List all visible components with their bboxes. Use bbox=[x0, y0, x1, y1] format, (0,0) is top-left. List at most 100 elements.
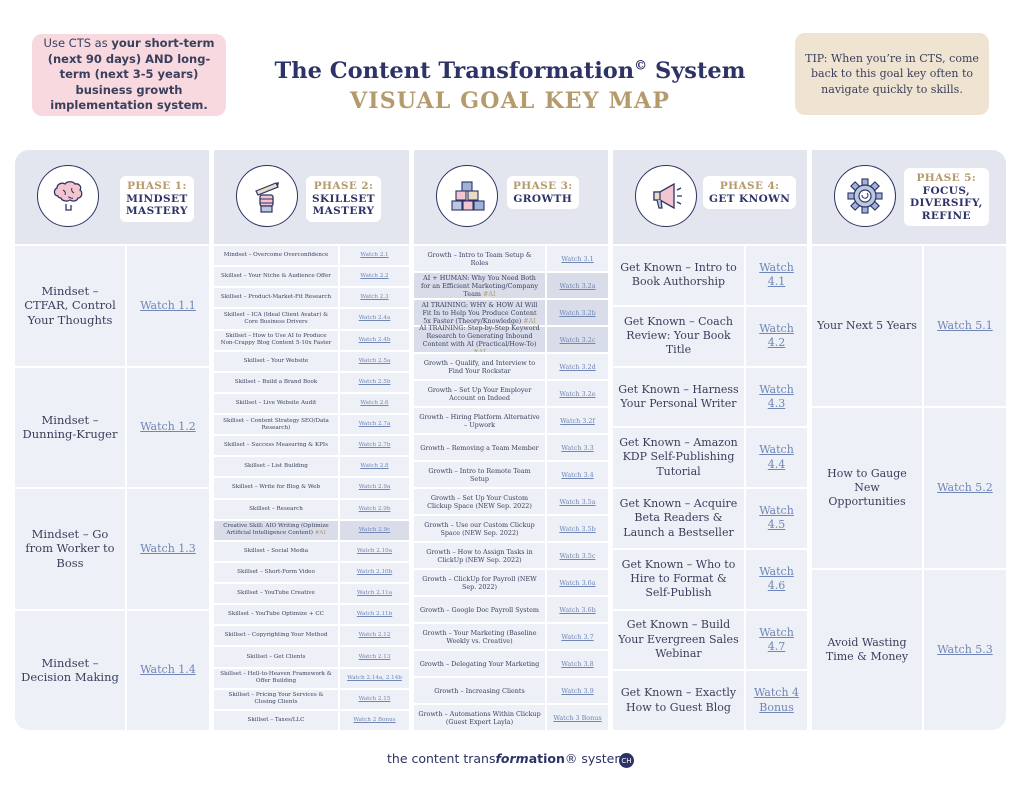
watch-link[interactable]: Watch 2.7a bbox=[338, 415, 409, 435]
watch-link[interactable]: Watch 2.9c bbox=[338, 520, 409, 540]
watch-link[interactable]: Watch 2.4a bbox=[338, 309, 409, 329]
goal-label: Creative Skill: AIO Writing (Optimize Ar… bbox=[214, 520, 338, 540]
watch-link[interactable]: Watch 2.1 bbox=[338, 246, 409, 266]
phase-number: PHASE 4: bbox=[719, 180, 780, 192]
watch-link[interactable]: Watch 2.9a bbox=[338, 478, 409, 498]
watch-link[interactable]: Watch 5.2 bbox=[922, 408, 1006, 568]
watch-link[interactable]: Watch 2.7b bbox=[338, 436, 409, 456]
watch-link[interactable]: Watch 2.12 bbox=[338, 626, 409, 646]
watch-link[interactable]: Watch 2.11a bbox=[338, 584, 409, 604]
watch-link[interactable]: Watch 3.6a bbox=[545, 570, 608, 595]
goal-label: Skillset – Live Website Audit bbox=[214, 393, 338, 414]
goal-label-text: Get Known – Coach Review: Your Book Titl… bbox=[624, 314, 733, 357]
goal-label-text: Avoid Wasting Time & Money bbox=[825, 635, 909, 663]
phase-number: PHASE 3: bbox=[513, 180, 573, 192]
phase-title-line: GROWTH bbox=[513, 192, 573, 205]
watch-link[interactable]: Watch 2.3 bbox=[338, 288, 409, 308]
watch-link[interactable]: Watch 3.2b bbox=[545, 300, 608, 325]
watch-link[interactable]: Watch 2.14a, 2.14b bbox=[338, 668, 409, 688]
watch-link[interactable]: Watch 3.9 bbox=[545, 678, 608, 703]
phase-title-line: SKILLSET bbox=[312, 192, 375, 205]
goal-label-text: Growth – Set Up Your Custom Clickup Spac… bbox=[427, 493, 532, 510]
watch-link[interactable]: Watch 5.3 bbox=[922, 570, 1006, 730]
goal-row: Growth – Qualify, and Interview to Find … bbox=[414, 352, 608, 379]
watch-link[interactable]: Watch 3.5a bbox=[545, 489, 608, 514]
goal-row: Growth – Your Marketing (Baseline Weekly… bbox=[414, 622, 608, 649]
goal-label: Skillset – Pricing Your Services & Closi… bbox=[214, 689, 338, 709]
watch-link[interactable]: Watch 4.5 bbox=[744, 489, 807, 548]
watch-link[interactable]: Watch 2 Bonus bbox=[338, 710, 409, 730]
watch-link[interactable]: Watch 4 Bonus bbox=[744, 671, 807, 730]
goal-row: Get Known – Who to Hire to Format & Self… bbox=[613, 547, 807, 609]
goal-row: Get Known – Acquire Beta Readers & Launc… bbox=[613, 487, 807, 548]
watch-link[interactable]: Watch 3.2c bbox=[545, 327, 608, 352]
goal-label-text: Skillset – Your Niche & Audience Offer bbox=[221, 273, 331, 280]
watch-link[interactable]: Watch 4.4 bbox=[744, 428, 807, 487]
goal-label: Skillset – YouTube Optimize + CC bbox=[214, 605, 338, 625]
goal-label: Growth – Set Up Your Employer Account on… bbox=[414, 381, 545, 406]
goal-label-text: Skillset – Social Media bbox=[243, 547, 309, 554]
watch-link[interactable]: Watch 3.2d bbox=[545, 354, 608, 379]
phase-number: PHASE 1: bbox=[127, 180, 187, 192]
watch-link[interactable]: Watch 5.1 bbox=[922, 246, 1006, 406]
watch-link[interactable]: Watch 2.9b bbox=[338, 499, 409, 519]
goal-row: AI TRAINING: Step-by-Step Keyword Resear… bbox=[414, 324, 608, 356]
watch-link[interactable]: Watch 2.5b bbox=[338, 372, 409, 392]
watch-link[interactable]: Watch 4.1 bbox=[744, 246, 807, 305]
phase-title-line: MINDSET bbox=[126, 192, 188, 205]
watch-link[interactable]: Watch 3.5b bbox=[545, 516, 608, 541]
watch-link[interactable]: Watch 3.1 bbox=[545, 246, 608, 271]
watch-link[interactable]: Watch 4.2 bbox=[744, 306, 807, 366]
watch-link[interactable]: Watch 3 Bonus bbox=[545, 705, 608, 730]
watch-link[interactable]: Watch 2.13 bbox=[338, 647, 409, 667]
watch-link[interactable]: Watch 1.1 bbox=[125, 246, 209, 366]
watch-link[interactable]: Watch 3.3 bbox=[545, 435, 608, 460]
watch-link[interactable]: Watch 2.10b bbox=[338, 562, 409, 583]
watch-link[interactable]: Watch 3.2f bbox=[545, 408, 608, 433]
phase-header: PHASE 4:GET KNOWN bbox=[613, 150, 807, 244]
watch-link[interactable]: Watch 3.2e bbox=[545, 381, 608, 406]
watch-link[interactable]: Watch 3.2a bbox=[545, 273, 608, 298]
watch-link[interactable]: Watch 4.6 bbox=[744, 549, 807, 609]
watch-link[interactable]: Watch 2.2 bbox=[338, 267, 409, 287]
watch-link[interactable]: Watch 2.10a bbox=[338, 541, 409, 561]
watch-link[interactable]: Watch 3.7 bbox=[545, 624, 608, 649]
watch-link[interactable]: Watch 2.6 bbox=[338, 393, 409, 414]
watch-link[interactable]: Watch 1.2 bbox=[125, 367, 209, 487]
watch-link[interactable]: Watch 3.4 bbox=[545, 462, 608, 487]
watch-link[interactable]: Watch 3.6b bbox=[545, 597, 608, 622]
watch-link[interactable]: Watch 4.3 bbox=[744, 367, 807, 427]
watch-link[interactable]: Watch 2.4b bbox=[338, 330, 409, 350]
goal-row: Skillset – Your Niche & Audience Offer Wa… bbox=[214, 265, 409, 287]
watch-link[interactable]: Watch 1.4 bbox=[125, 610, 209, 730]
goal-row: Skillset – Content Strategy SEO/Data Res… bbox=[214, 413, 409, 435]
watch-link[interactable]: Watch 2.11b bbox=[338, 605, 409, 625]
goal-label: Your Next 5 Years bbox=[812, 246, 922, 406]
watch-link[interactable]: Watch 2.8 bbox=[338, 457, 409, 477]
goal-label: Growth – How to Assign Tasks in ClickUp … bbox=[414, 543, 545, 568]
goal-label: Mindset – CTFAR, Control Your Thoughts bbox=[15, 246, 125, 366]
phase-title: PHASE 5:FOCUS,DIVERSIFY,REFINE bbox=[904, 168, 989, 227]
goal-label: Mindset – Decision Making bbox=[15, 610, 125, 730]
watch-link[interactable]: Watch 3.5c bbox=[545, 543, 608, 568]
watch-link[interactable]: Watch 2.5a bbox=[338, 351, 409, 371]
copyright-mark: © bbox=[634, 58, 648, 74]
watch-link[interactable]: Watch 2.15 bbox=[338, 689, 409, 709]
goal-label: Growth – Removing a Team Member bbox=[414, 435, 545, 460]
watch-link[interactable]: Watch 4.7 bbox=[744, 610, 807, 670]
watch-link[interactable]: Watch 1.3 bbox=[125, 489, 209, 609]
watch-link[interactable]: Watch 3.8 bbox=[545, 651, 608, 676]
goal-label: Get Known – Amazon KDP Self-Publishing T… bbox=[613, 428, 744, 487]
